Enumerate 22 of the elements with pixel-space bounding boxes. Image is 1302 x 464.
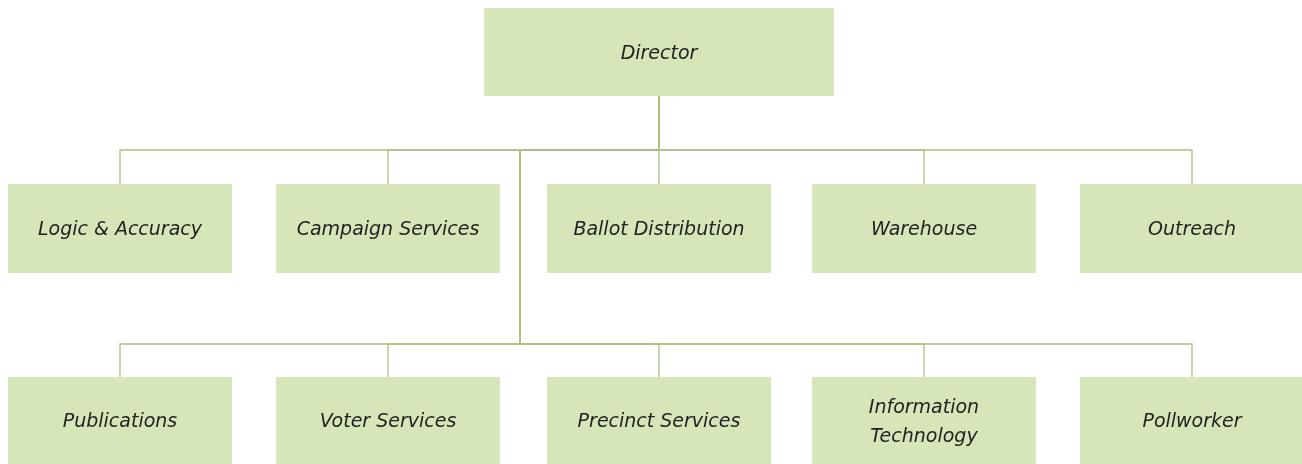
org-box <box>1080 184 1302 273</box>
org-box <box>276 184 500 273</box>
role-title: Information Technology <box>867 394 981 448</box>
org-box <box>276 377 500 464</box>
org-box <box>812 184 1036 273</box>
org-box <box>8 184 232 273</box>
org-box <box>547 184 771 273</box>
role-title: Warehouse <box>870 216 978 242</box>
org-box <box>547 377 771 464</box>
org-box <box>812 377 1036 464</box>
org-box <box>484 8 834 96</box>
role-title: Pollworker <box>1142 408 1242 434</box>
role-title: Publications <box>62 408 178 434</box>
role-title: Outreach <box>1147 216 1237 242</box>
org-box <box>1080 377 1302 464</box>
role-title: Campaign Services <box>296 216 480 242</box>
role-title: Ballot Distribution <box>573 216 745 242</box>
role-title: Logic & Accuracy <box>38 216 202 242</box>
role-title: Director <box>620 39 698 65</box>
org-box <box>8 377 232 464</box>
role-title: Precinct Services <box>577 408 741 434</box>
role-title: Voter Services <box>319 408 457 434</box>
